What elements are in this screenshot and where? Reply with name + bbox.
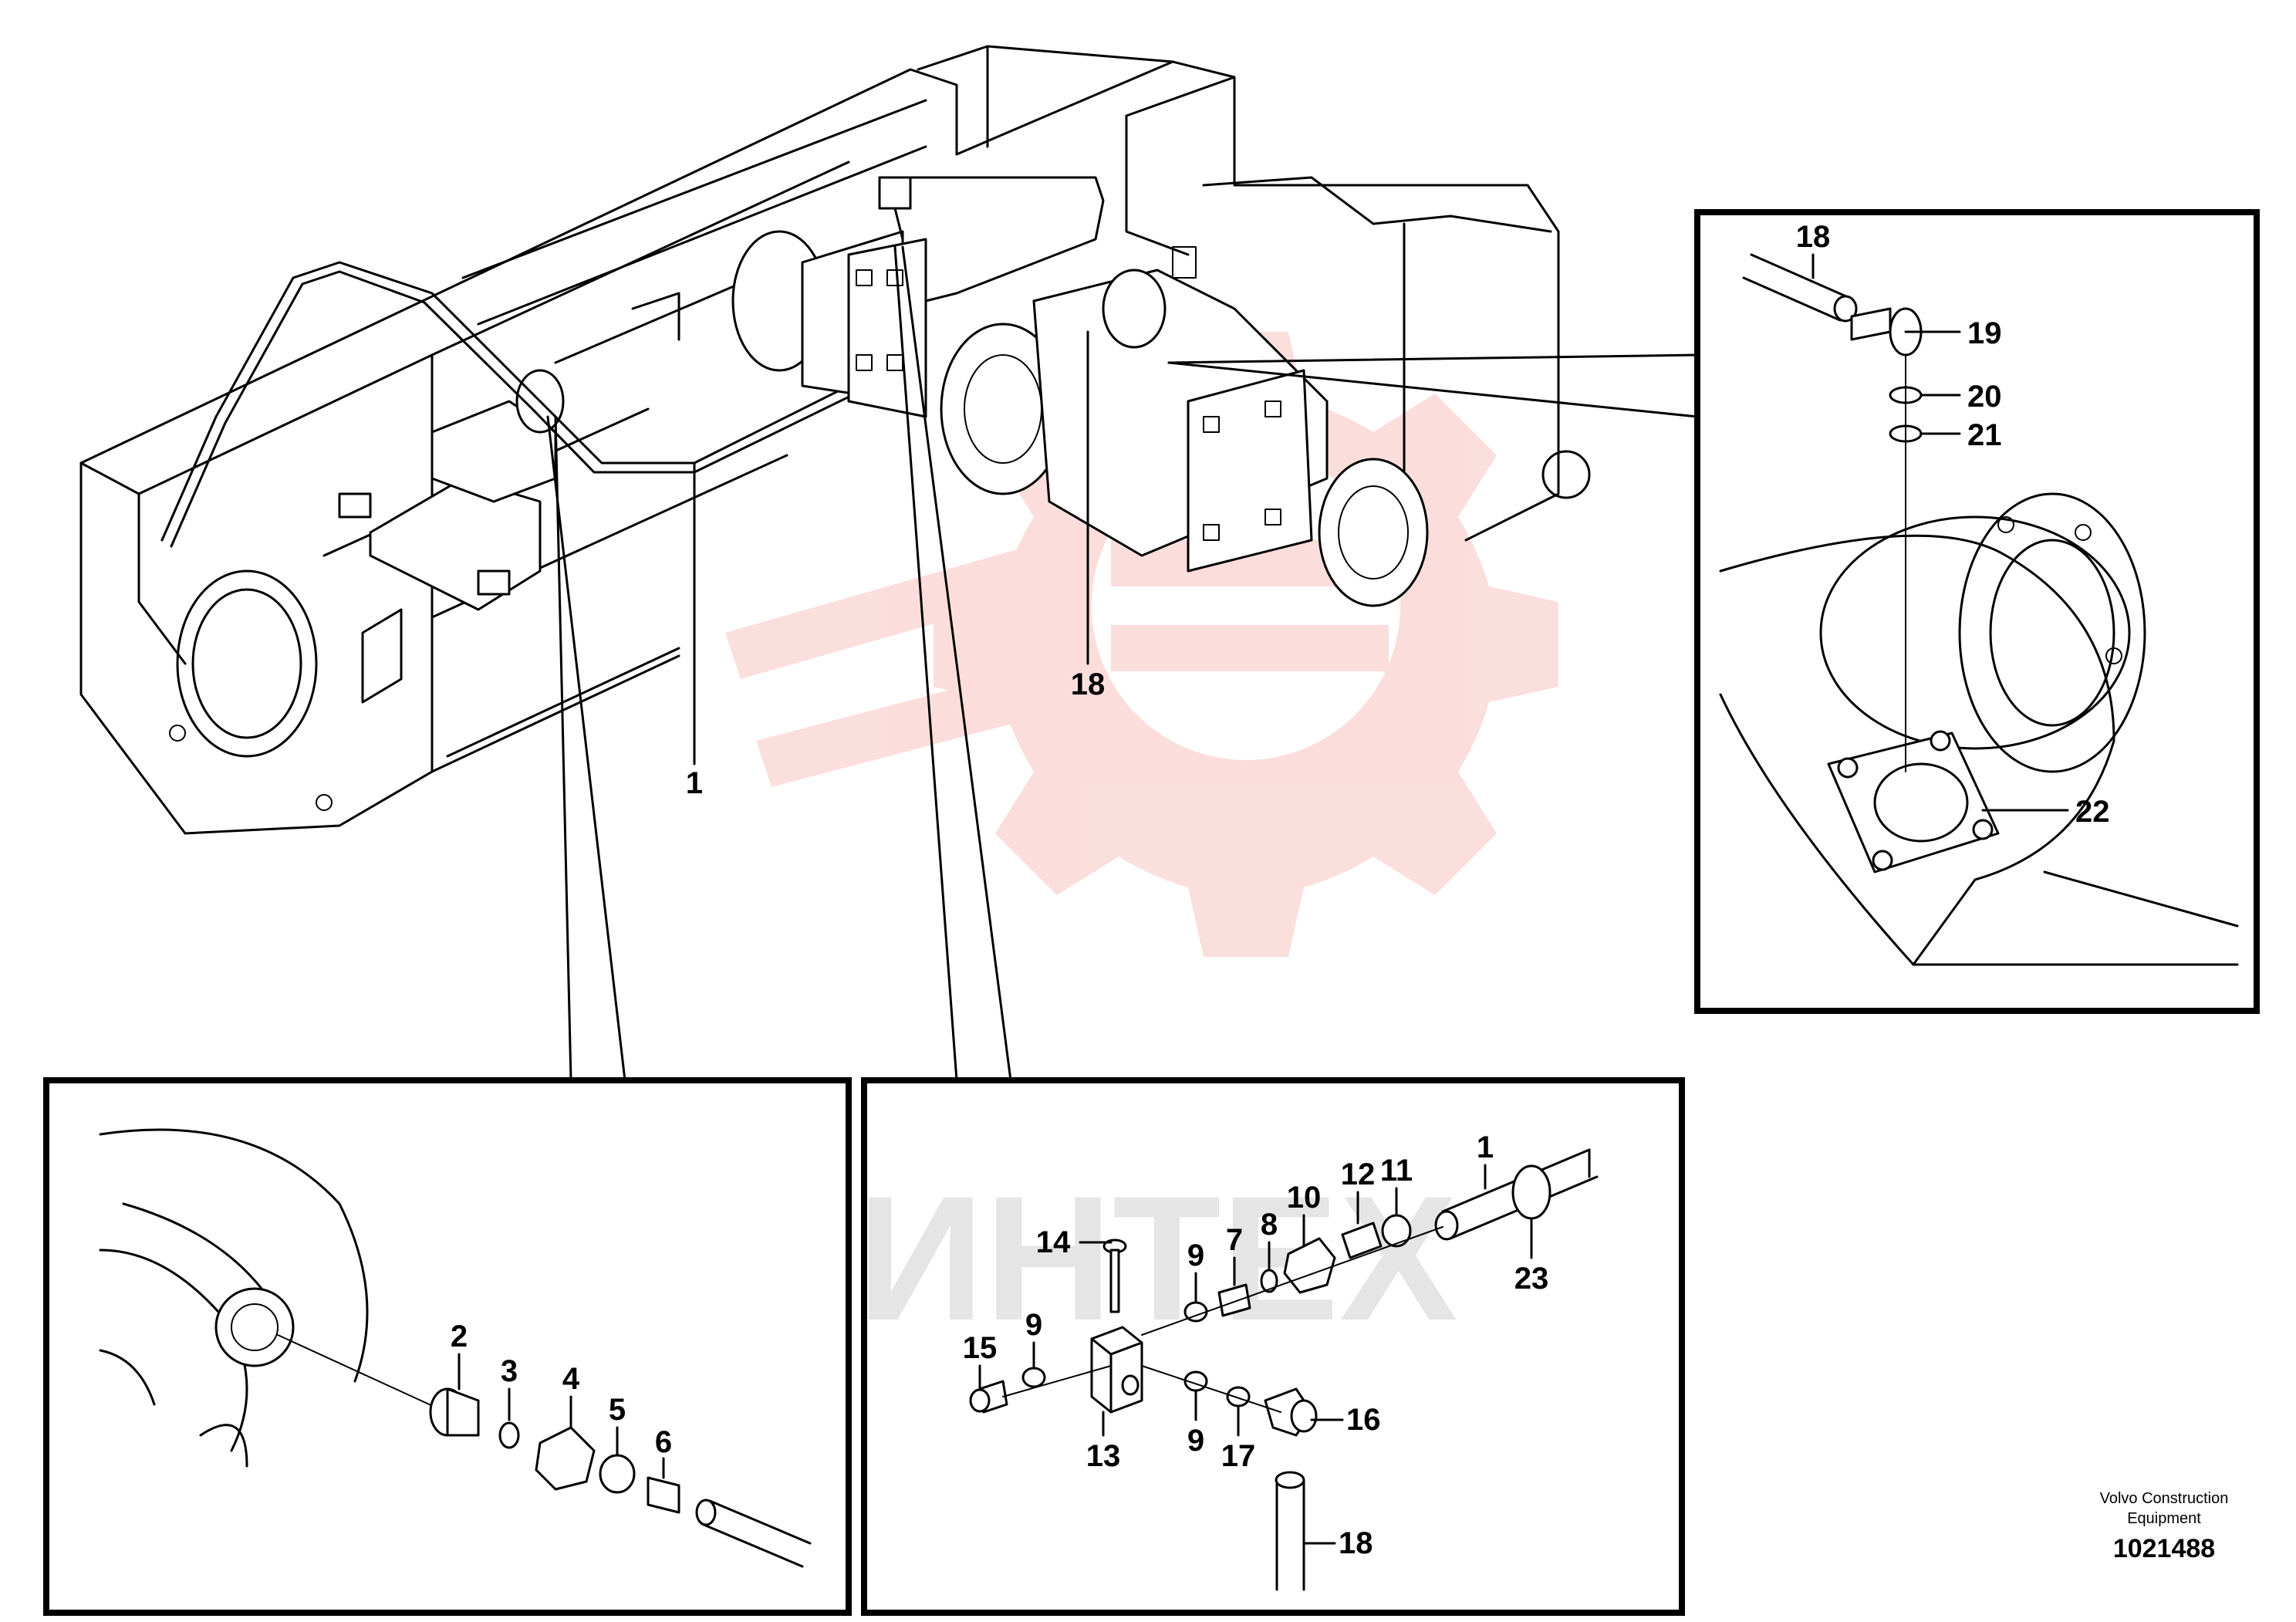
callout-15: 15 xyxy=(963,1331,998,1365)
callout-10: 10 xyxy=(1287,1181,1322,1215)
callout-13: 13 xyxy=(1086,1439,1121,1473)
callout-16: 16 xyxy=(1346,1403,1381,1437)
callout-9-left: 9 xyxy=(1025,1308,1042,1342)
caption-drawing-number: 1021488 xyxy=(2113,1534,2215,1563)
callout-3: 3 xyxy=(501,1354,518,1388)
detail-box-center xyxy=(861,1077,1685,1616)
caption-block: Volvo Construction Equipment 1021488 xyxy=(2100,1490,2229,1563)
callout-18-center: 18 xyxy=(1339,1526,1373,1560)
callout-11: 11 xyxy=(1380,1154,1413,1188)
callout-9-upper: 9 xyxy=(1187,1238,1204,1272)
callout-12: 12 xyxy=(1341,1157,1376,1191)
caption-brand-line1: Volvo Construction xyxy=(2100,1490,2229,1507)
callout-20: 20 xyxy=(1967,380,2002,414)
callout-18-right: 18 xyxy=(1796,220,1831,254)
detail-box-right xyxy=(1694,209,2260,1014)
detail-box-left xyxy=(43,1077,852,1616)
callout-22: 22 xyxy=(2075,795,2110,829)
callout-1-main: 1 xyxy=(686,766,703,800)
callout-7: 7 xyxy=(1226,1223,1243,1257)
callout-8: 8 xyxy=(1261,1208,1278,1242)
callout-23: 23 xyxy=(1514,1262,1549,1296)
callout-21: 21 xyxy=(1967,418,2002,452)
callout-14: 14 xyxy=(1036,1225,1071,1259)
callout-6: 6 xyxy=(655,1425,672,1459)
callout-5: 5 xyxy=(609,1393,626,1427)
callout-1-center: 1 xyxy=(1477,1130,1494,1164)
callout-17: 17 xyxy=(1221,1439,1256,1473)
callout-4: 4 xyxy=(562,1362,580,1396)
main-leader-lines xyxy=(546,245,1699,1082)
callout-18-main: 18 xyxy=(1071,667,1106,701)
callout-2: 2 xyxy=(451,1320,468,1353)
caption-brand-line2: Equipment xyxy=(2127,1510,2201,1527)
callout-19: 19 xyxy=(1967,316,2002,350)
main-assembly-drawing xyxy=(79,45,1591,835)
callout-9-lower: 9 xyxy=(1187,1424,1204,1458)
